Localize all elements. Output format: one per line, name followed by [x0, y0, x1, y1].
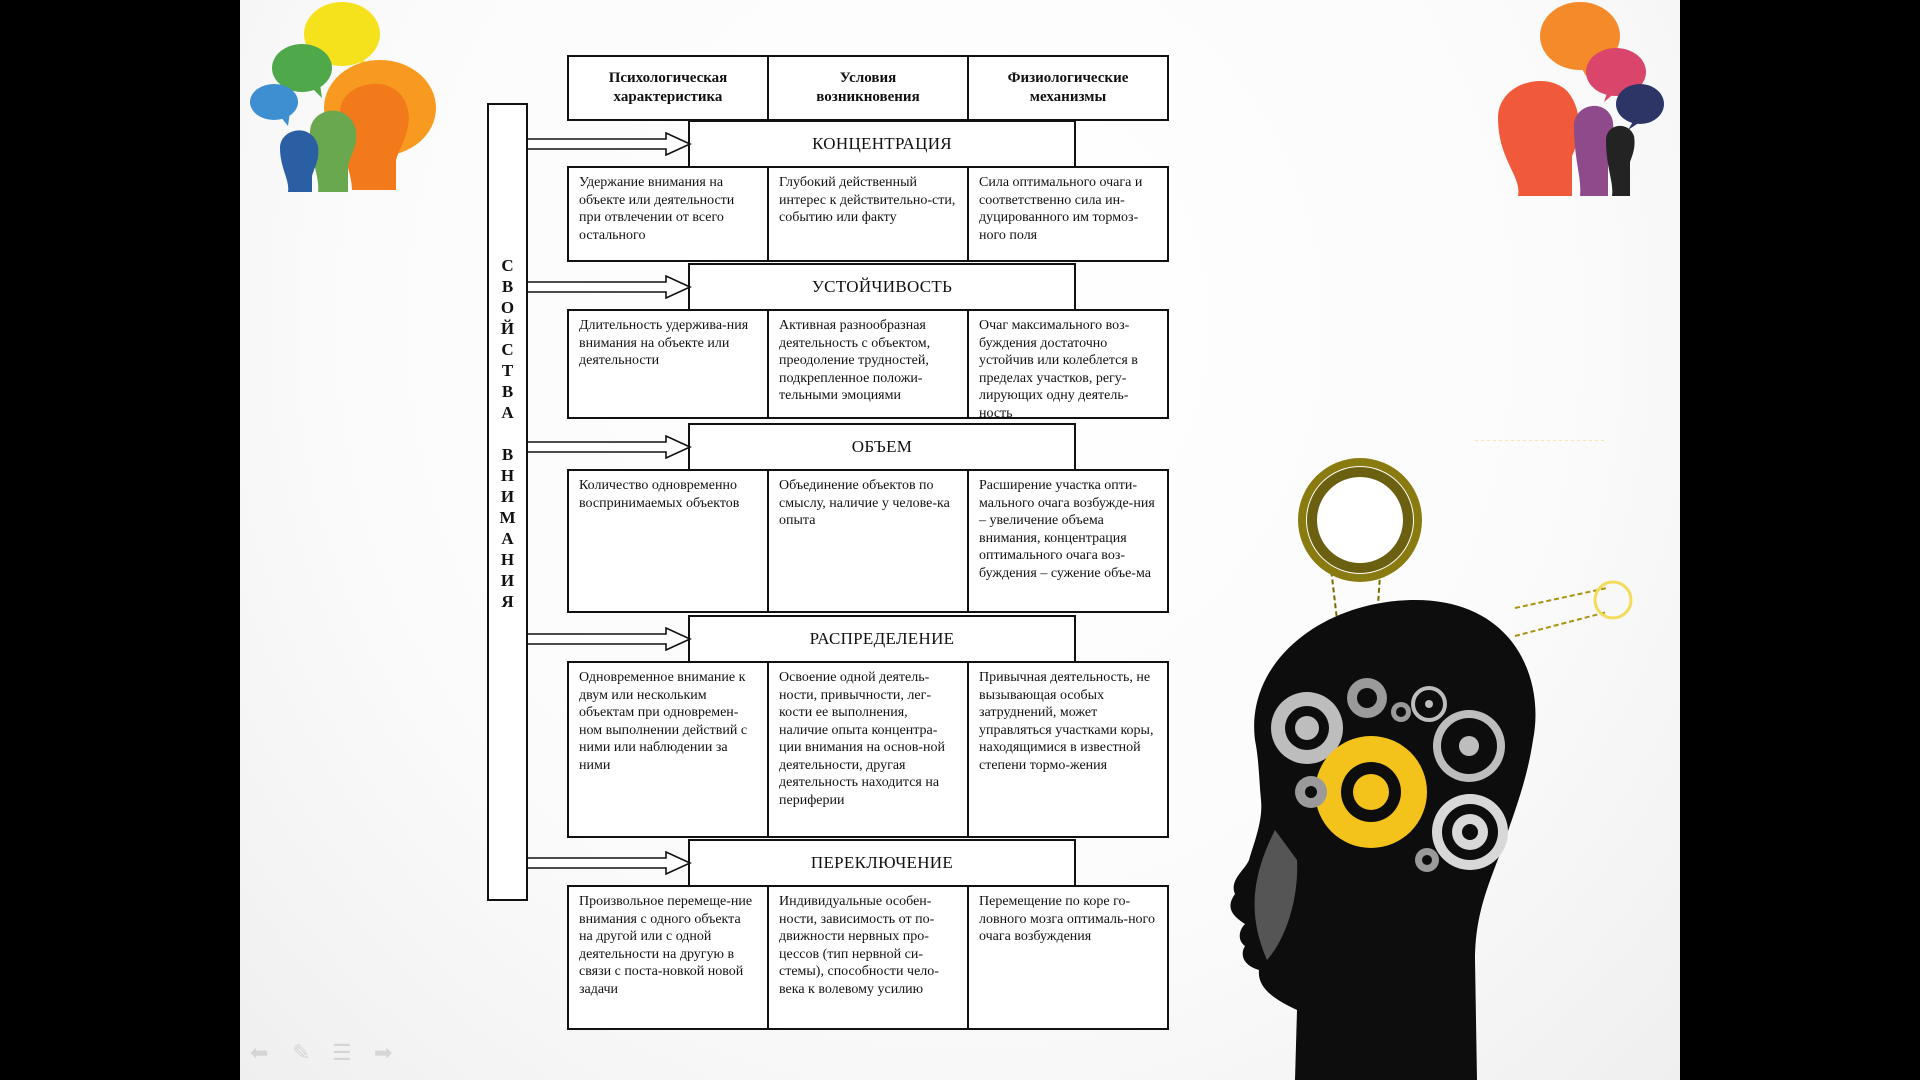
section-title: КОНЦЕНТРАЦИЯ: [688, 120, 1076, 168]
table-cell: Активная разнообразная деятельность с об…: [767, 309, 969, 419]
section-title: РАСПРЕДЕЛЕНИЕ: [688, 615, 1076, 663]
table-cell: Расширение участка опти-мального очага в…: [967, 469, 1169, 613]
back-arrow-icon[interactable]: ⬅: [250, 1040, 269, 1065]
table-cell: Удержание внимания на объекте или деятел…: [567, 166, 769, 262]
column-header: Психологическая характеристика: [567, 55, 769, 121]
table-cell: Произвольное перемеще-ние внимания с одн…: [567, 885, 769, 1030]
arrow-icon: [528, 275, 692, 299]
table-cell: Длительность удержива-ния внимания на об…: [567, 309, 769, 419]
arrow-icon: [528, 627, 692, 651]
table-cell: Перемещение по коре го-ловного мозга опт…: [967, 885, 1169, 1030]
forward-arrow-icon[interactable]: ➡: [374, 1040, 393, 1065]
table-cell: Одновременное внимание к двум или нескол…: [567, 661, 769, 838]
column-header: Условия возникновения: [767, 55, 969, 121]
arrow-icon: [528, 435, 692, 459]
section-title: ПЕРЕКЛЮЧЕНИЕ: [688, 839, 1076, 887]
table-cell: Объединение объектов по смыслу, наличие …: [767, 469, 969, 613]
side-label: С В О Й С Т В А В Н И М А Н И Я: [499, 256, 516, 611]
table-cell: Освоение одной деятель-ности, привычност…: [767, 661, 969, 838]
speech-bubbles-heads-icon-right: [1498, 2, 1664, 196]
column-header: Физиологические механизмы: [967, 55, 1169, 121]
table-cell: Индивидуальные особен-ности, зависимость…: [767, 885, 969, 1030]
section-title: ОБЪЕМ: [688, 423, 1076, 471]
side-label-box: С В О Й С Т В А В Н И М А Н И Я: [487, 103, 528, 901]
table-cell: Количество одновременно воспринимаемых о…: [567, 469, 769, 613]
section-title: УСТОЙЧИВОСТЬ: [688, 263, 1076, 311]
menu-icon[interactable]: ☰: [332, 1040, 352, 1065]
table-cell: Глубокий действенный интерес к действите…: [767, 166, 969, 262]
arrow-icon: [528, 851, 692, 875]
pen-icon[interactable]: ✎: [292, 1040, 311, 1065]
table-cell: Сила оптимального очага и соответственно…: [967, 166, 1169, 262]
table-cell: Очаг максимального воз-буждения достаточ…: [967, 309, 1169, 419]
table-cell: Привычная деятельность, не вызывающая ос…: [967, 661, 1169, 838]
arrow-icon: [528, 132, 692, 156]
head-gears-icon: [1230, 440, 1633, 1080]
speech-bubbles-heads-icon-left: [250, 2, 436, 192]
